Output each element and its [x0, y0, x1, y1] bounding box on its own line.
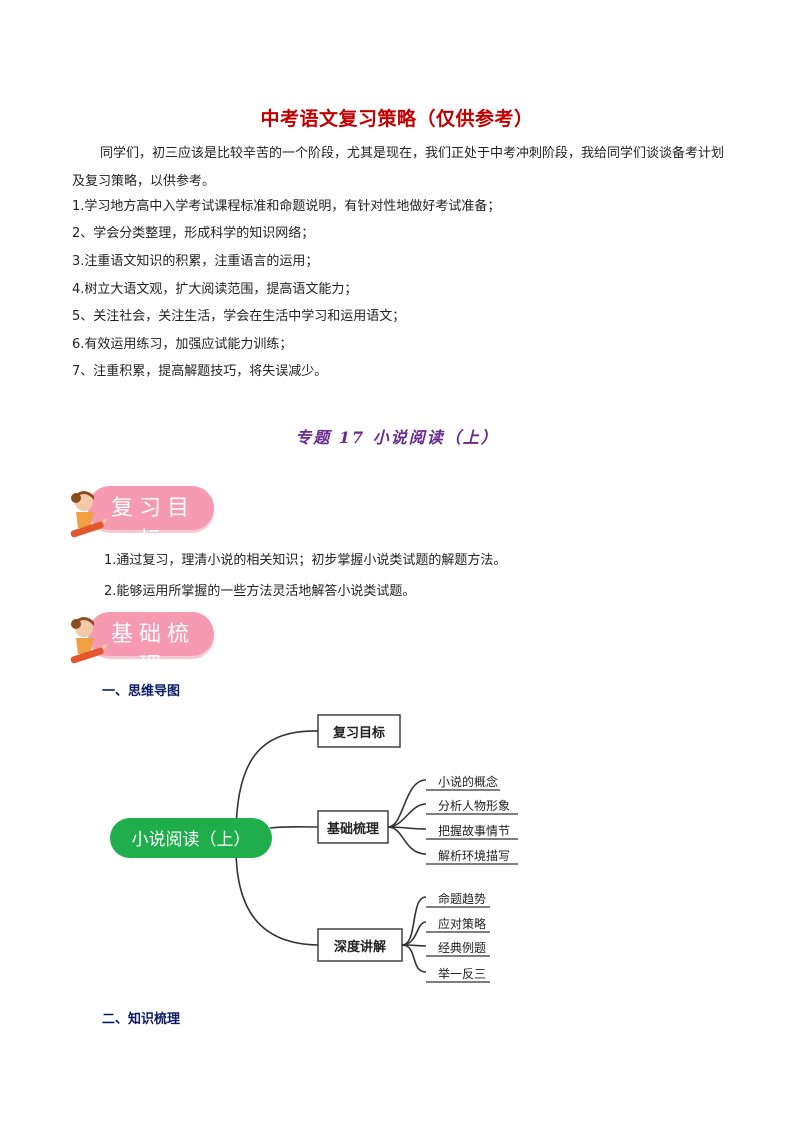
mindmap-root-node	[110, 818, 272, 858]
mindmap-leaf-label: 命题趋势	[438, 891, 486, 906]
mindmap-leaf-label: 应对策略	[438, 916, 486, 931]
intro-paragraph: 同学们，初三应该是比较辛苦的一个阶段，尤其是现在，我们正处于中考冲刺阶段，我给同…	[72, 146, 725, 189]
mindmap-leaf-label: 解析环境描写	[438, 848, 510, 863]
mindmap-branch-label: 基础梳理	[326, 821, 379, 837]
goal-item-1: 1.通过复习，理清小说的相关知识；初步掌握小说类试题的解题方法。	[104, 553, 507, 568]
mindmap-leaf-label: 把握故事情节	[438, 823, 510, 838]
mindmap-diagram: 小说阅读（上） 复习目标 基础梳理 深度讲解 小说的概念 分析人物形象 把握故事…	[110, 714, 518, 983]
basics-badge: 基础梳理	[68, 606, 218, 679]
basics-label: 基础梳理	[110, 622, 195, 679]
mindmap-branch-label: 深度讲解	[334, 939, 386, 955]
badge-background	[88, 612, 214, 656]
mindmap-branch-node	[317, 714, 401, 748]
strategy-item-2: 2、学会分类整理，形成科学的知识网络；	[72, 226, 315, 241]
review-goals-badge: 复习目标	[68, 480, 218, 553]
strategy-item-3: 3.注重语文知识的积累，注重语言的运用；	[72, 254, 319, 269]
mindmap-branch-node	[317, 810, 389, 844]
girl-pencil-icon	[70, 617, 108, 664]
mindmap-leaf-label: 分析人物形象	[438, 799, 510, 813]
section-knowledge-heading: 二、知识梳理	[102, 1012, 181, 1027]
strategy-item-4: 4.树立大语文观，扩大阅读范围，提高语文能力；	[72, 282, 358, 297]
strategy-item-6: 6.有效运用练习，加强应试能力训练；	[72, 337, 293, 352]
strategy-item-1: 1.学习地方高中入学考试课程标准和命题说明，有针对性地做好考试准备；	[72, 199, 501, 214]
mindmap-leaf-underlines	[426, 789, 518, 983]
document-title: 中考语文复习策略（仅供参考）	[260, 108, 534, 130]
strategy-item-5: 5、关注社会，关注生活，学会在生活中学习和运用语文；	[72, 309, 406, 324]
goal-item-2: 2.能够运用所掌握的一些方法灵活地解答小说类试题。	[104, 584, 416, 599]
mindmap-root-label: 小说阅读（上）	[132, 830, 251, 850]
mindmap-leaf-label: 小说的概念	[438, 774, 498, 789]
mindmap-branch-label: 复习目标	[332, 725, 385, 741]
mindmap-connectors	[235, 730, 427, 973]
mindmap-leaf-label: 举一反三	[438, 967, 486, 981]
mindmap-leaf-label: 经典例题	[438, 941, 486, 955]
mindmap-branch-node	[317, 928, 403, 962]
badge-background	[88, 486, 214, 530]
girl-pencil-icon	[70, 491, 108, 538]
topic-title: 专题 17 小说阅读（上）	[295, 428, 499, 447]
strategy-item-7: 7、注重积累，提高解题技巧，将失误减少。	[72, 364, 328, 379]
review-goals-label: 复习目标	[110, 496, 195, 553]
section-mindmap-heading: 一、思维导图	[102, 684, 181, 699]
